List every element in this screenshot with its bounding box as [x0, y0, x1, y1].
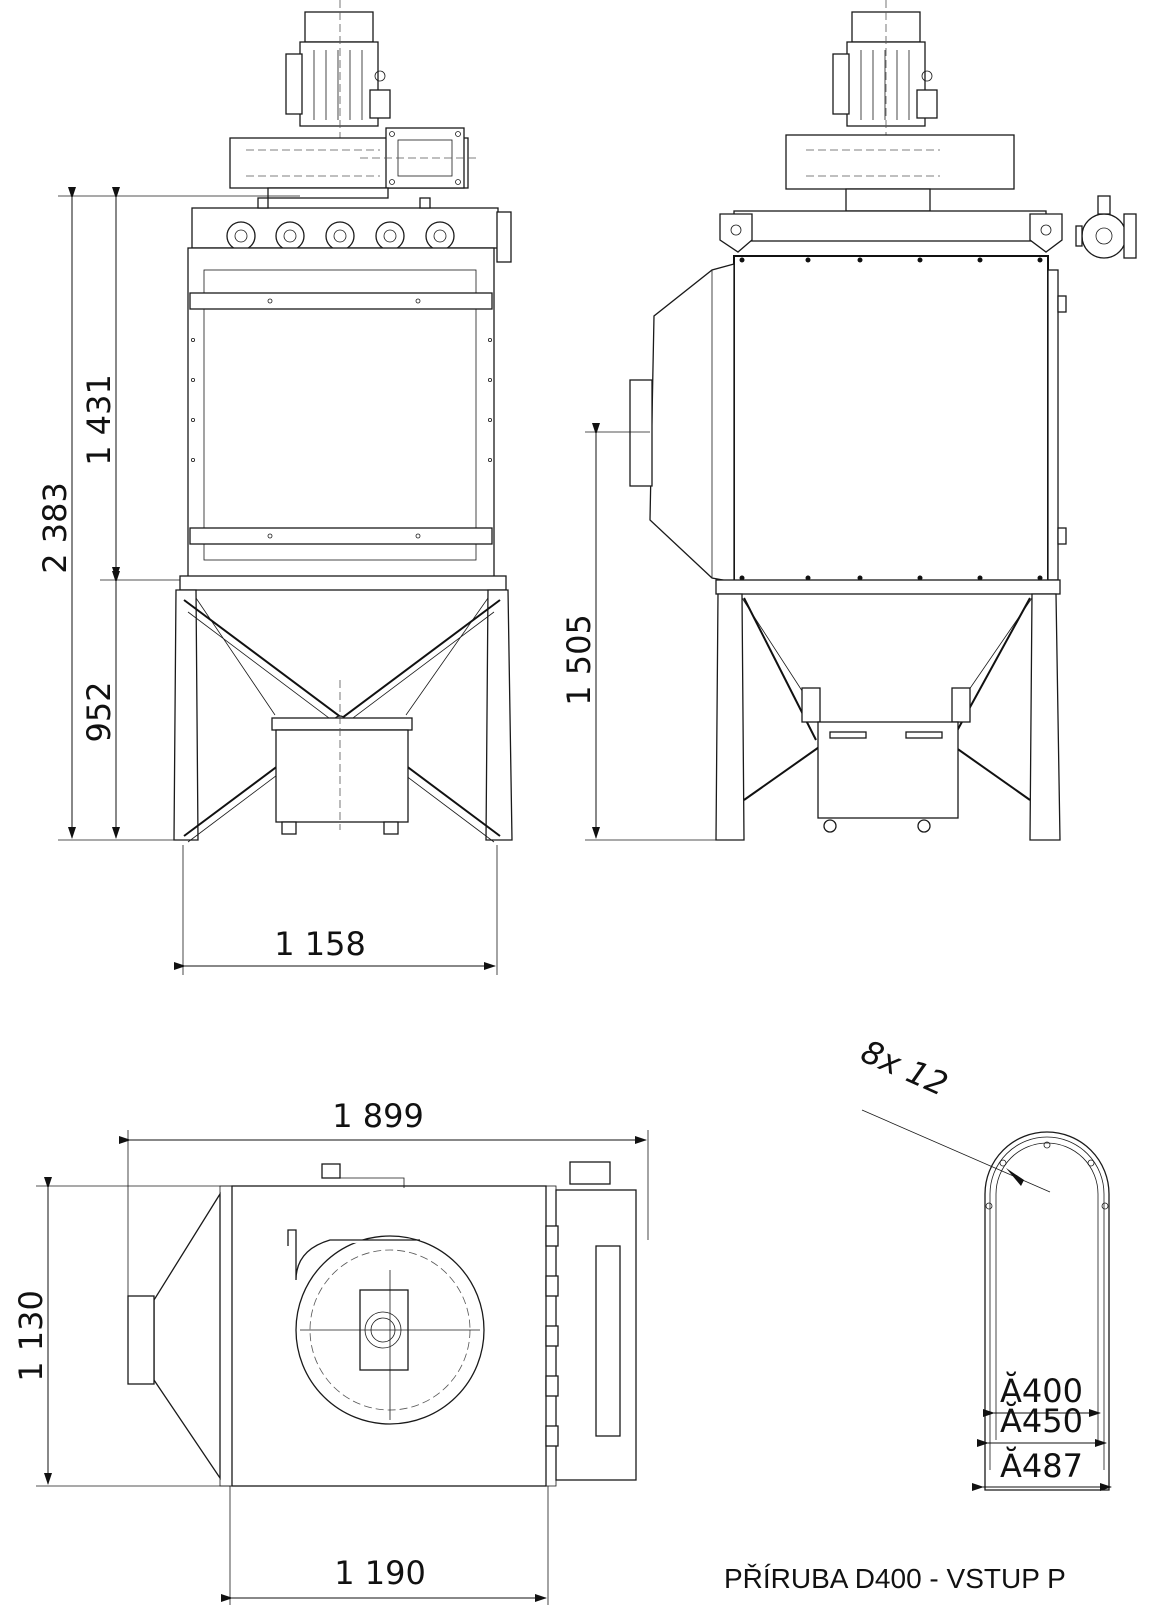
dim-lower-height: 952 [80, 681, 118, 742]
dim-total-height: 2 383 [36, 482, 74, 574]
front-motor [285, 0, 391, 150]
top-dimensions [36, 1130, 649, 1605]
flange-d-outer: Ă487 [1000, 1446, 1083, 1485]
front-fan-housing [229, 127, 480, 199]
dim-length: 1 899 [332, 1097, 424, 1135]
front-view [173, 0, 513, 843]
side-dimensions [585, 423, 716, 841]
side-stand [715, 593, 1061, 841]
side-top-beam [719, 195, 1137, 259]
dim-inlet-height: 1 505 [560, 614, 598, 706]
flange-detail [861, 1109, 1112, 1491]
top-view [127, 1161, 637, 1487]
flange-holes-label: 8x 12 [856, 1032, 954, 1103]
front-pulse-header [191, 197, 512, 263]
flange-caption: PŘÍRUBA D400 - VSTUP P [724, 1563, 1066, 1594]
flange-d-bolt-circle: Ă450 [1000, 1401, 1083, 1440]
dim-upper-height: 1 431 [80, 374, 118, 466]
side-view [629, 0, 1137, 841]
side-fan-housing [785, 134, 1015, 212]
side-filter-housing [629, 255, 1067, 595]
flange-d-inner: Ă400 [1000, 1371, 1083, 1410]
front-dimensions [58, 187, 498, 975]
dim-width: 1 158 [274, 925, 366, 963]
front-filter-housing [179, 247, 507, 591]
dim-depth: 1 130 [12, 1290, 50, 1382]
side-motor [832, 0, 938, 150]
front-stand [173, 589, 513, 843]
dim-body-length: 1 190 [334, 1554, 426, 1592]
